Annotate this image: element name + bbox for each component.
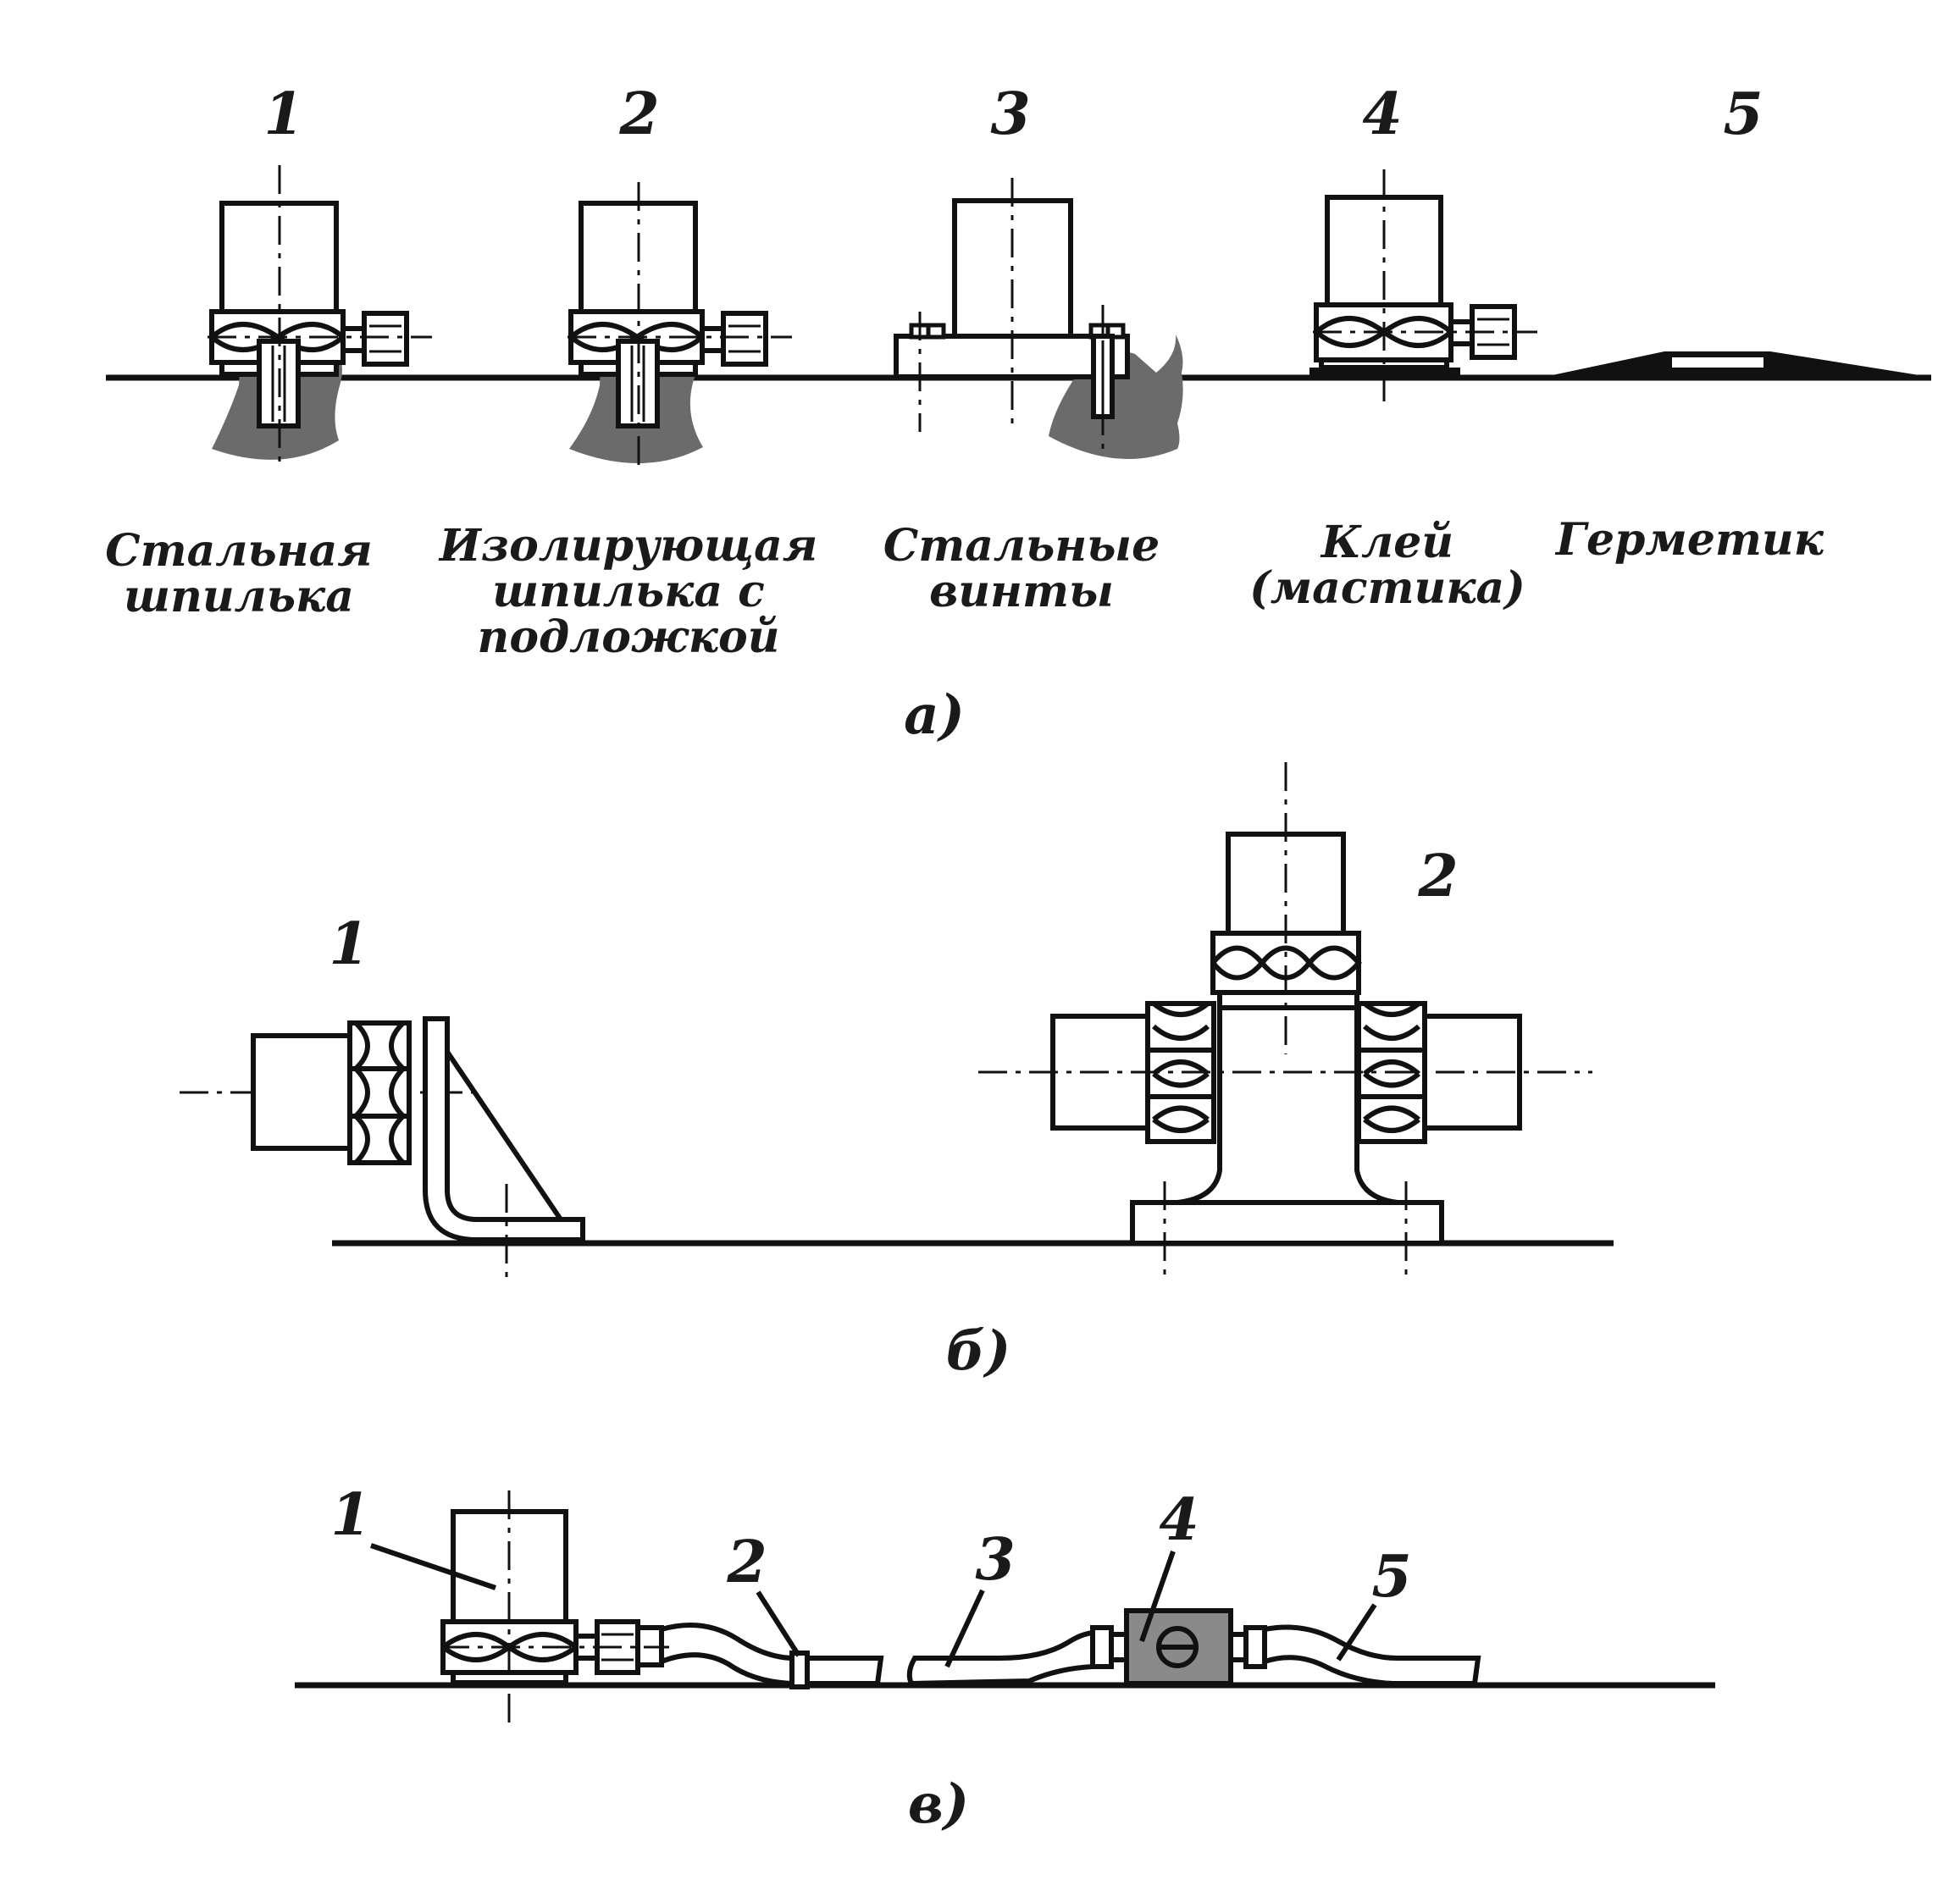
caption-line: подложкой (478, 611, 780, 663)
mounting-block (1177, 1005, 1398, 1205)
leader-line (1336, 1603, 1377, 1662)
cable-segment-1 (659, 1623, 884, 1686)
part-number: 2 (726, 1529, 767, 1596)
connector-nut (362, 311, 409, 367)
panel-v: 1 2 3 4 5 в) (295, 1481, 1715, 1836)
part-number: 3 (975, 1526, 1015, 1594)
caption-1: Стальная шпилька (105, 525, 372, 622)
multi-axis-mount (978, 762, 1592, 1279)
leader-lines (370, 1543, 1377, 1668)
nut-facets (350, 1020, 409, 1165)
method-number: 2 (618, 80, 659, 148)
sealant-pad (1669, 354, 1767, 371)
cable-assembly (440, 1490, 1481, 1723)
panel-b: 1 2 б) (180, 762, 1614, 1383)
connector (341, 326, 367, 353)
sensor-body (251, 1033, 352, 1151)
nut-facets (1210, 945, 1362, 981)
method-5-sealant (1548, 351, 1924, 376)
caption-line: (мастика) (1249, 562, 1525, 614)
caption-line: Изолирующая (438, 520, 817, 572)
nut-facets (1359, 1001, 1425, 1133)
part-number: 5 (1371, 1543, 1411, 1611)
method-4-adhesive (1309, 169, 1537, 402)
cable-connector-left (1090, 1625, 1114, 1669)
panel-a-label: а) (904, 683, 965, 747)
caption-3: Стальные винты (883, 520, 1160, 617)
part-number: 1 (330, 1481, 370, 1549)
caption-2: Изолирующая шпилька с подложкой (438, 520, 817, 663)
method-1-steel-stud (208, 165, 432, 470)
method-number: 2 (1417, 843, 1458, 910)
leader-line (370, 1543, 496, 1590)
l-bracket (423, 1016, 585, 1242)
method-3-steel-screws (894, 178, 1183, 459)
cable-connector-right (1243, 1625, 1267, 1669)
cable-segment-3 (1262, 1624, 1481, 1686)
method-number: 3 (990, 80, 1030, 148)
panel-b-label: б) (946, 1319, 1011, 1383)
bracket-gusset (445, 1050, 563, 1221)
leader-line (944, 1589, 985, 1668)
method-number: 4 (1362, 80, 1402, 148)
connector (700, 326, 726, 353)
caption-line: шпилька (124, 571, 354, 622)
nut-facets (1148, 1001, 1214, 1133)
panel-a: 1 2 3 4 5 Стальная шпилька Изолирующая ш… (105, 80, 1931, 747)
method-number: 1 (263, 80, 303, 148)
caption-5: Герметик (1554, 514, 1824, 566)
top-washer (1217, 990, 1359, 1010)
method-number: 5 (1723, 80, 1763, 148)
caption-line: Стальная (105, 525, 372, 577)
cable-clamp (789, 1651, 810, 1689)
caption-line: Герметик (1554, 514, 1824, 566)
part-number: 4 (1159, 1486, 1199, 1554)
caption-line: шпилька с (492, 566, 765, 617)
method-number: 1 (329, 910, 368, 978)
soil-section (1049, 335, 1183, 459)
caption-line: Клей (1320, 517, 1453, 568)
connector-nut (721, 311, 768, 367)
caption-line: Стальные (883, 520, 1160, 572)
bracket-mount (180, 1016, 585, 1280)
caption-4: Клей (мастика) (1249, 517, 1525, 614)
leader-line (756, 1590, 801, 1657)
mounting-base (1130, 1200, 1444, 1246)
screw-head-left (926, 323, 946, 340)
sensor-nut (347, 1020, 412, 1165)
cable-segment-2 (906, 1629, 1095, 1687)
panel-v-label: в) (908, 1772, 969, 1836)
method-2-insulated-stud (568, 182, 792, 470)
caption-line: винты (929, 566, 1114, 617)
leader-line (1139, 1551, 1176, 1642)
